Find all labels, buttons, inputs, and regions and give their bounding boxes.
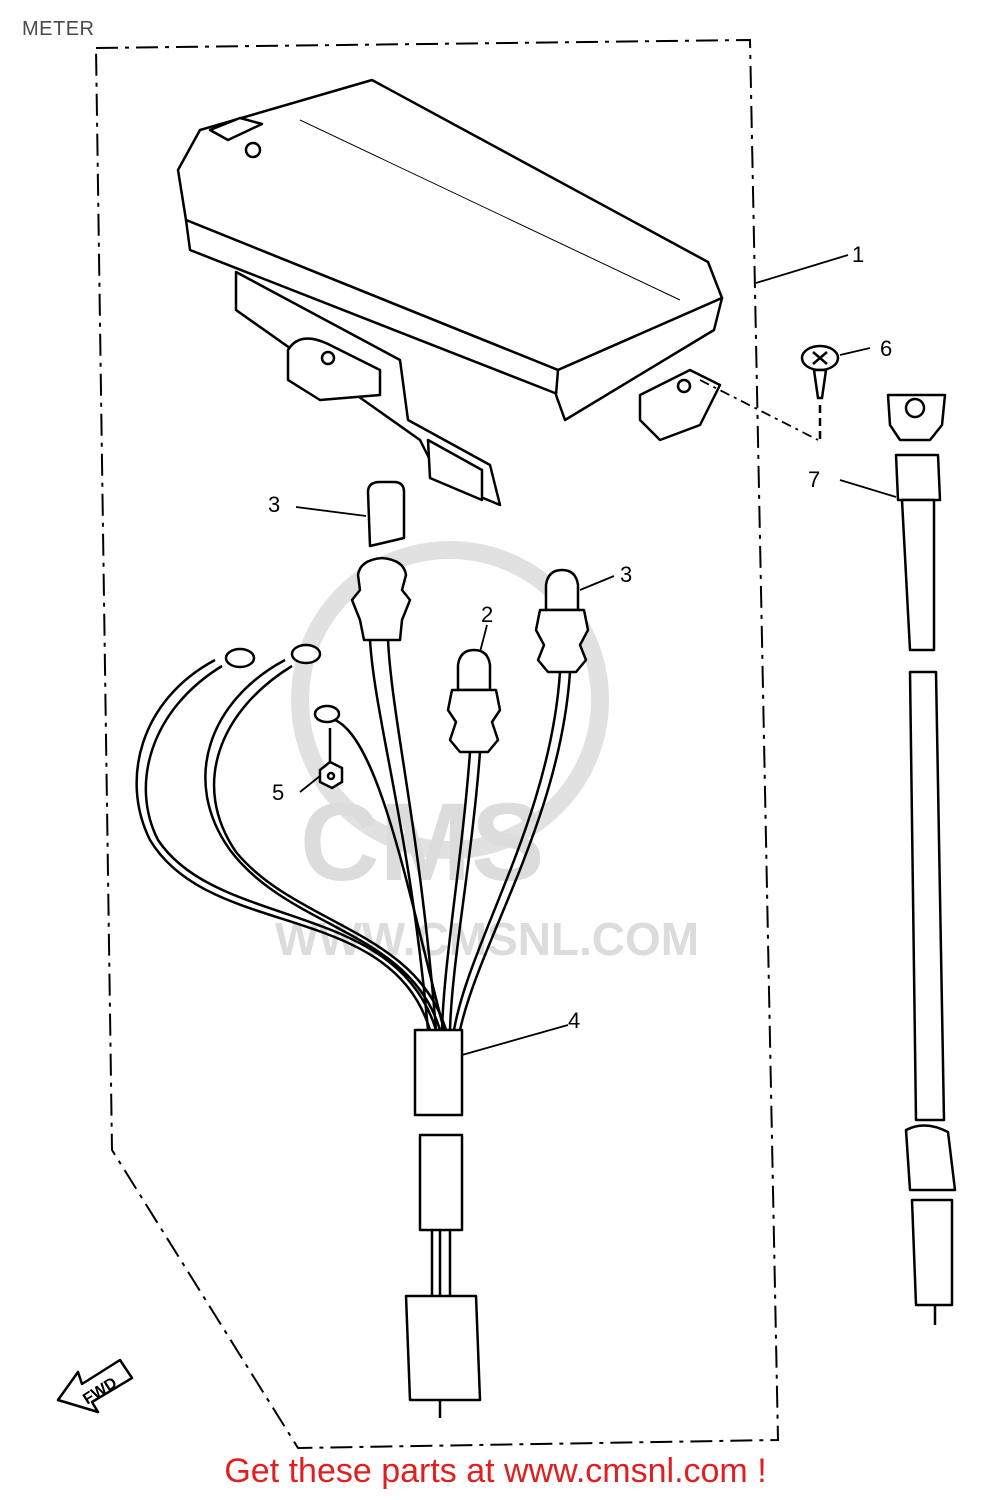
parts-diagram: CMS WWW.CMSNL.COM (56, 38, 957, 1450)
fwd-direction-arrow: FWD (56, 1358, 134, 1414)
callout-6: 6 (880, 336, 892, 361)
callout-2: 2 (481, 602, 493, 627)
meter-cable (886, 393, 957, 1325)
callouts: 1 6 7 3 3 2 5 4 (268, 242, 892, 1033)
watermark: CMS WWW.CMSNL.COM (275, 541, 699, 965)
nut (318, 728, 344, 790)
meter-housing (176, 78, 724, 507)
watermark-site: WWW.CMSNL.COM (275, 913, 699, 965)
leader-lines (295, 254, 897, 1056)
page-title: METER (22, 18, 95, 40)
screw (800, 344, 840, 440)
get-parts-link[interactable]: Get these parts at www.cmsnl.com ! (224, 1452, 767, 1490)
callout-7: 7 (808, 467, 820, 492)
callout-1: 1 (852, 242, 864, 267)
callout-3b: 3 (620, 562, 632, 587)
callout-5: 5 (272, 780, 284, 805)
callout-4: 4 (568, 1008, 580, 1033)
assembly-boundary (94, 38, 780, 1450)
callout-3a: 3 (268, 492, 280, 517)
wiring-harness (135, 480, 590, 1418)
